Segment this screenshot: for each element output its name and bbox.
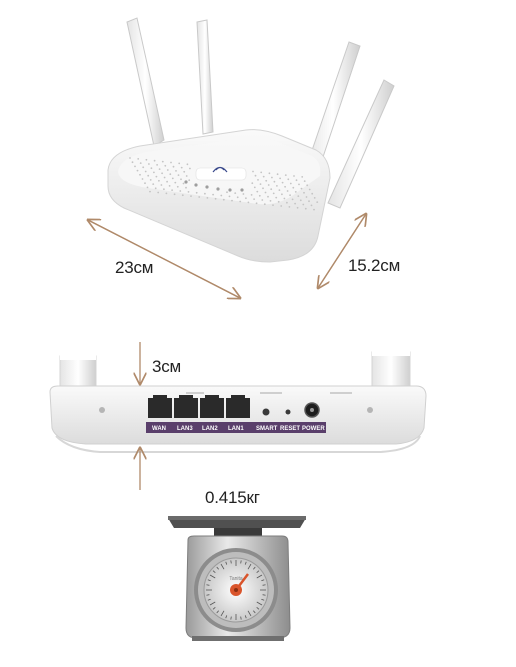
length-label: 23см — [115, 258, 154, 277]
port-label-wan: WAN — [152, 426, 166, 432]
port-label-power: POWER — [302, 426, 325, 432]
router-rear-view — [49, 346, 427, 453]
port-label-lan2: LAN2 — [202, 426, 218, 432]
depth-arrow — [318, 214, 366, 288]
port-label-lan1: LAN1 — [228, 426, 244, 432]
height-label: 3см — [152, 357, 182, 376]
router-logo — [184, 166, 247, 192]
port-label-lan3: LAN3 — [177, 426, 193, 432]
ethernet-ports — [148, 395, 250, 418]
router-top-view — [107, 17, 395, 263]
vent-holes — [129, 157, 319, 211]
port-strip — [146, 422, 326, 433]
smart-button — [262, 408, 270, 416]
port-label-smart: SMART — [256, 426, 278, 432]
depth-label: 15.2см — [348, 256, 401, 275]
port-label-reset: RESET — [280, 426, 300, 432]
antennas — [126, 17, 395, 209]
weighing-scale — [168, 516, 306, 641]
weight-label: 0.415кг — [205, 488, 260, 507]
reset-button — [285, 409, 291, 415]
scale-brand: Tanita — [229, 576, 243, 582]
length-arrow — [88, 220, 240, 298]
